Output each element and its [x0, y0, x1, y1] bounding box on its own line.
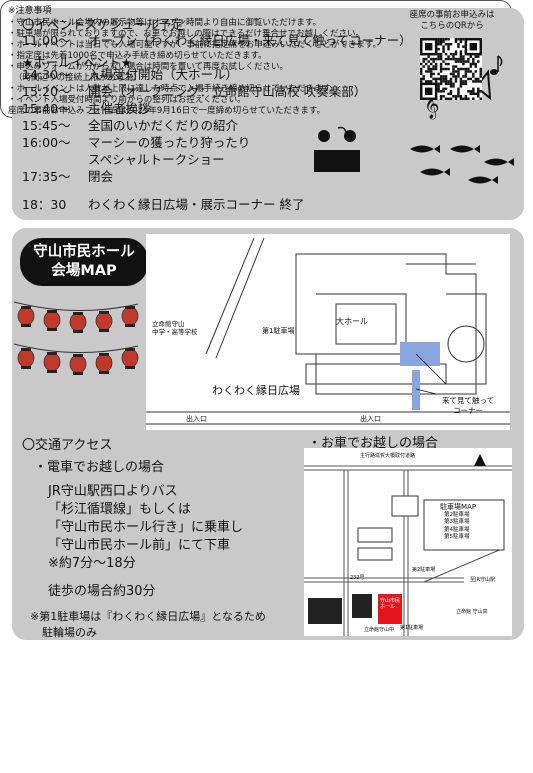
lantern-icon	[43, 352, 61, 373]
schedule-time: 15:20～	[22, 84, 71, 99]
notes-title: ※注意事項	[8, 6, 52, 16]
schedule-text: 主催者挨拶	[88, 101, 151, 116]
schedule-text: スペシャルトークショー	[88, 152, 225, 167]
walk-time: 徒歩の場合約30分	[48, 584, 156, 599]
road-access-map: 主行路滋賀大橋取付道路 駐車場MAP 第2駐車場 第3駐車場 第4駐車場 第5駐…	[304, 448, 512, 636]
schedule-text: 開会（オープニング：立命館守山高校 吹奏楽部）	[88, 84, 367, 99]
access-line: 「守山市民ホール行き」に乗車し	[48, 520, 244, 535]
schedule-row: スペシャルトークショー	[22, 152, 225, 167]
lantern-icon	[95, 311, 113, 332]
venue-map-panel: 守山市民ホール 会場MAP	[12, 228, 524, 640]
badge-title: 守山市民ホール	[33, 244, 135, 260]
note-line: 座席の事前お申込みフォームは2025年9月16日で一度締め切らせていただきます。	[8, 106, 326, 116]
school-small-label: 立命館 守山高	[456, 609, 488, 615]
schedule-time: 17:35～	[22, 169, 71, 184]
schedule-row: 17:35～ 閉会	[22, 169, 114, 184]
lantern-garland-illustration	[13, 301, 139, 375]
note-line: ・守山市民ホール会場内の展示物等はオープン時間より自由に御覧いただけます。	[8, 18, 321, 28]
badge-subtitle: 会場MAP	[51, 263, 117, 279]
hall-label: 守山市民ホール	[380, 598, 401, 610]
qr-caption: 座席の事前お申込みは こちらのQRから	[409, 10, 495, 32]
schedule-row: 15:40～ 主催者挨拶	[22, 101, 151, 116]
schedule-text: 全国のいかだくだりの紹介	[88, 118, 239, 133]
station-label: 至JR守山駅	[470, 577, 495, 583]
schedule-text: オープン（わくわく縁日広場・来て見て触ってコーナー）	[88, 33, 412, 48]
square-label: わくわく縁日広場	[212, 384, 300, 397]
parking1-label: 第1駐車場	[262, 327, 295, 335]
route-label: 232号	[350, 575, 365, 581]
schedule-text: 入場受付開始（大ホール）	[88, 67, 239, 82]
schedule-title: 〇イベントスケジュール予定	[22, 17, 184, 32]
parking-list: 第2駐車場 第3駐車場 第4駐車場 第5駐車場	[444, 512, 470, 541]
north-arrow-icon	[474, 454, 486, 466]
note-line: ・ホールイベントは当日でも入場可能ですが、事前に指定席をお申込みいただくことがで…	[8, 40, 381, 50]
schedule-time: 11:00～	[22, 33, 71, 48]
schedule-time: 16:00～	[22, 135, 71, 150]
schedule-time: 14:30～	[22, 67, 71, 82]
lantern-icon	[17, 306, 35, 327]
parking-map-label: 駐車場MAP	[440, 503, 477, 511]
lantern-icon	[69, 312, 87, 333]
train-title: ・電車でお越しの場合	[34, 460, 165, 475]
lantern-icon	[17, 348, 35, 369]
schedule-row-last: 18：30 わくわく縁日広場・展示コーナー 終了	[22, 197, 305, 212]
note-line: （時間辺りの接続上限がある為）	[14, 73, 142, 83]
schedule-row: 14:30～ 入場受付開始（大ホール）	[22, 67, 239, 82]
school-label: 立命館守山 中学・高等学校	[152, 320, 198, 337]
parking-note: ※第1駐車場は『わくわく縁日広場』となるため	[30, 610, 266, 623]
note-line: ・イベント入場受付時間より前からの整列はお控えください。	[8, 95, 246, 105]
access-line: ※約7分～18分	[48, 556, 136, 571]
parking-note: 駐輪場のみ	[42, 626, 97, 639]
lantern-icon	[121, 348, 139, 369]
hall-event-title: ★ホールイベント★	[22, 55, 132, 70]
schedule-text: わくわく縁日広場・展示コーナー 終了	[88, 197, 305, 212]
schedule-time: 15:45～	[22, 118, 71, 133]
access-line: 「守山市民ホール前」にて下車	[48, 538, 231, 553]
road-label: 主行路滋賀大橋取付道路	[360, 453, 416, 459]
note-line: ・ホールイベントは人数が上限に達した時点で入場手続き締め切らせていただきます。	[8, 84, 339, 94]
venue-map-badge: 守山市民ホール 会場MAP	[20, 238, 148, 286]
fish-icon	[410, 145, 514, 184]
schedule-row: 11:00～ オープン（わくわく縁日広場・来て見て触ってコーナー）	[22, 33, 412, 48]
access-title: 〇交通アクセス	[22, 438, 113, 453]
big-hall-label: 大ホール	[336, 317, 368, 326]
p2-label: 第2駐車場	[412, 567, 436, 573]
lantern-icon	[69, 354, 87, 375]
access-line: 「杉江循環線」もしくは	[48, 502, 192, 517]
p1-label: 第1駐車場	[400, 625, 424, 631]
schedule-row: 15:20～ 開会（オープニング：立命館守山高校 吹奏楽部）	[22, 84, 367, 99]
notes-panel: ※注意事項 ・守山市民ホール会場内の展示物等はオープン時間より自由に御覧いただけ…	[0, 0, 512, 118]
schedule-time: 18：30	[22, 197, 67, 212]
note-line: ・申込みフォームが分からない場合は時間を置いて再度お試しください。	[8, 62, 288, 72]
corner-label: 来て見て触って コーナー	[442, 396, 495, 415]
qr-code-icon[interactable]	[420, 38, 482, 100]
entrance-label: 出入口	[360, 415, 381, 423]
entrance-label: 出入口	[186, 415, 207, 423]
schedule-row: 16:00～ マーシーの獲ったり狩ったり	[22, 135, 251, 150]
corner-highlight	[400, 342, 440, 366]
schedule-row: 15:45～ 全国のいかだくだりの紹介	[22, 118, 239, 133]
talk-show-icon	[314, 126, 360, 172]
venue-site-map: 立命館守山 中学・高等学校 第1駐車場 大ホール わくわく縁日広場 来て見て触っ…	[146, 234, 510, 430]
schedule-time: 15:40～	[22, 101, 71, 116]
music-note-icon	[490, 55, 503, 75]
lantern-icon	[95, 353, 113, 374]
schedule-text: 閉会	[88, 169, 114, 184]
car-title: ・お車でお越しの場合	[308, 436, 439, 451]
schedule-text: マーシーの獲ったり狩ったり	[88, 135, 251, 150]
mid-school-label: 立命館守山中	[364, 627, 395, 633]
lantern-icon	[121, 306, 139, 327]
note-line: ・指定席は先着1000名で申込み手続き締め切らせていただきます。	[8, 51, 267, 61]
note-line: ・駐車場が限られておりますので、お車でお越しの際はできるだけ乗合せでお越しくださ…	[8, 29, 364, 39]
access-line: JR守山駅西口よりバス	[48, 484, 178, 499]
hall-highlight	[378, 594, 402, 624]
lantern-icon	[43, 310, 61, 331]
